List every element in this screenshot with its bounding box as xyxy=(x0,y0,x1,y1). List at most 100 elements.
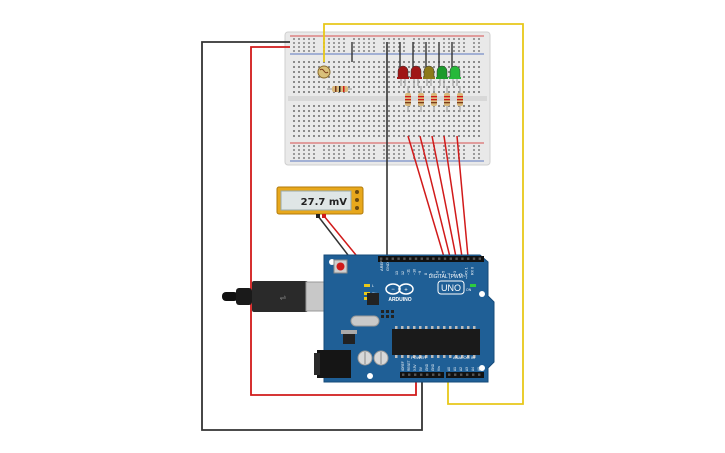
breadboard-hole xyxy=(473,125,475,127)
header-pin[interactable] xyxy=(432,373,435,376)
header-pin[interactable] xyxy=(385,257,389,260)
header-pin[interactable] xyxy=(466,373,469,376)
breadboard-hole xyxy=(403,42,405,44)
breadboard-hole xyxy=(298,115,300,117)
header-pin[interactable] xyxy=(380,257,383,260)
power-header[interactable] xyxy=(400,372,444,378)
header-pin[interactable] xyxy=(478,373,481,376)
meter-knob-3[interactable] xyxy=(355,206,359,210)
breadboard-hole xyxy=(338,66,340,68)
breadboard-hole xyxy=(333,125,335,127)
led-3[interactable] xyxy=(423,65,435,79)
breadboard-hole xyxy=(463,81,465,83)
breadboard-hole xyxy=(333,50,335,52)
breadboard-hole xyxy=(313,105,315,107)
led-1[interactable] xyxy=(397,65,409,79)
breadboard-hole xyxy=(463,42,465,44)
resistor-band xyxy=(418,99,424,101)
led-4[interactable] xyxy=(436,65,448,79)
breadboard-hole xyxy=(403,110,405,112)
breadboard-hole xyxy=(363,157,365,159)
breadboard-hole xyxy=(343,61,345,63)
header-pin[interactable] xyxy=(455,257,458,260)
breadboard-hole xyxy=(423,86,425,88)
header-pin[interactable] xyxy=(478,257,481,260)
header-pin[interactable] xyxy=(420,373,423,376)
wire-red-led-5 xyxy=(456,135,469,258)
digital-header-body xyxy=(378,256,484,262)
header-pin[interactable] xyxy=(397,257,400,260)
breadboard-hole xyxy=(393,105,395,107)
header-pin[interactable] xyxy=(426,257,429,260)
header-pin[interactable] xyxy=(472,257,476,260)
breadboard-hole xyxy=(478,105,480,107)
breadboard-hole xyxy=(303,81,305,83)
meter-knob-1[interactable] xyxy=(355,190,359,194)
header-pin[interactable] xyxy=(438,373,441,376)
breadboard-hole xyxy=(368,81,370,83)
header-pin[interactable] xyxy=(402,373,405,376)
breadboard-hole xyxy=(458,110,460,112)
header-pin[interactable] xyxy=(409,257,412,260)
led-2[interactable] xyxy=(410,65,422,79)
breadboard-hole xyxy=(298,76,300,78)
usb-cable[interactable]: ⇌ xyxy=(222,281,337,312)
meter-knob-2[interactable] xyxy=(355,198,359,202)
digital-pin-label: TX 1 xyxy=(465,267,469,275)
breadboard-hole xyxy=(308,61,310,63)
header-pin[interactable] xyxy=(414,257,418,260)
header-pin[interactable] xyxy=(443,257,447,260)
breadboard-hole xyxy=(298,50,300,52)
breadboard-hole xyxy=(478,145,480,147)
header-pin[interactable] xyxy=(432,257,435,260)
breadboard-hole xyxy=(418,130,420,132)
header-pin[interactable] xyxy=(420,257,423,260)
breadboard-hole xyxy=(333,157,335,159)
header-pin[interactable] xyxy=(408,373,411,376)
breadboard-hole xyxy=(383,38,385,40)
photoresistor[interactable] xyxy=(317,65,331,79)
digital-header[interactable] xyxy=(378,256,484,262)
header-pin[interactable] xyxy=(449,257,452,260)
header-pin[interactable] xyxy=(467,257,470,260)
breadboard-hole xyxy=(373,86,375,88)
header-pin[interactable] xyxy=(448,373,451,376)
header-pin[interactable] xyxy=(414,373,417,376)
breadboard-hole xyxy=(323,110,325,112)
digital-pin-label: 8 xyxy=(424,273,428,275)
header-pin[interactable] xyxy=(460,373,463,376)
header-pin[interactable] xyxy=(426,373,429,376)
sensor-resistor[interactable] xyxy=(327,86,352,92)
mcu-pin xyxy=(473,355,476,358)
led-array[interactable] xyxy=(397,65,461,86)
analog-header[interactable] xyxy=(446,372,484,378)
header-pin[interactable] xyxy=(391,257,394,260)
breadboard-hole xyxy=(408,81,410,83)
breadboard-hole xyxy=(338,125,340,127)
breadboard-hole xyxy=(298,105,300,107)
breadboard-hole xyxy=(443,145,445,147)
led-5[interactable] xyxy=(449,65,461,79)
power-jack[interactable] xyxy=(317,350,351,378)
header-pin[interactable] xyxy=(454,373,457,376)
breadboard-hole xyxy=(368,115,370,117)
header-pin[interactable] xyxy=(472,373,475,376)
multimeter[interactable]: 27.7 mV xyxy=(276,186,364,218)
breadboard-hole xyxy=(388,91,390,93)
breadboard-hole xyxy=(458,115,460,117)
breadboard-hole xyxy=(298,38,300,40)
header-pin[interactable] xyxy=(461,257,464,260)
photoresistor-trace xyxy=(319,68,329,74)
breadboard-hole xyxy=(303,130,305,132)
header-pin[interactable] xyxy=(403,257,406,260)
breadboard-hole xyxy=(428,110,430,112)
power-pin-label: GND xyxy=(431,363,435,371)
icsp-pin xyxy=(386,310,389,313)
header-pin[interactable] xyxy=(438,257,441,260)
breadboard-hole xyxy=(333,42,335,44)
breadboard-hole xyxy=(398,145,400,147)
breadboard-hole xyxy=(318,135,320,137)
breadboard-hole xyxy=(383,66,385,68)
breadboard-hole xyxy=(333,135,335,137)
